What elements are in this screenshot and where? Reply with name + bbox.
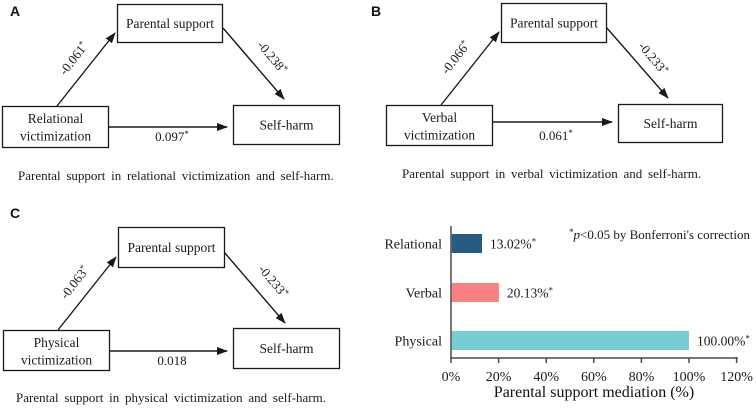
x-tick-label: 0%: [442, 370, 461, 385]
predictor-box: [1, 105, 110, 149]
panel-c-label: C: [10, 205, 21, 221]
outcome-label: Self-harm: [260, 118, 314, 133]
category-label-physical: Physical: [395, 335, 443, 350]
path-a-coefficient: -0.063*: [57, 262, 93, 302]
x-tick-label: 40%: [533, 370, 559, 385]
panel-a-label: A: [10, 3, 21, 19]
predictor-label-line1: Relational: [28, 111, 84, 126]
category-label-relational: Relational: [384, 238, 442, 253]
path-a-arrow: [57, 256, 117, 331]
predictor-box: [2, 329, 111, 372]
mediator-box: [116, 3, 224, 44]
path-a-arrow: [440, 31, 500, 106]
path-a-coefficient: -0.061*: [56, 38, 92, 78]
predictor-label-line1: Physical: [34, 335, 80, 350]
x-tick-label: 80%: [629, 370, 655, 385]
diagram-b-svg: Parental support Verbal victimization Se…: [385, 2, 724, 147]
x-tick-label: 60%: [581, 370, 607, 385]
path-b-arrow: [605, 26, 669, 99]
mediation-bar-chart: Relational 13.02%* Verbal 20.13%* Physical 10…: [384, 226, 753, 401]
path-c-coefficient: 0.061*: [539, 128, 573, 143]
value-label-verbal: 20.13%*: [507, 286, 554, 301]
path-b-coefficient: -0.233*: [635, 39, 671, 78]
panel-a-caption: Parental support in relational victimiza…: [18, 168, 334, 183]
mediator-label: Parental support: [127, 240, 215, 255]
mediator-box: [117, 226, 226, 269]
path-b-arrow: [223, 251, 286, 324]
predictor-box: [385, 104, 494, 147]
bar-verbal: [451, 283, 499, 302]
category-label-verbal: Verbal: [405, 287, 442, 302]
predictor-label-line2: victimization: [21, 353, 92, 368]
outcome-box: [617, 103, 724, 144]
path-a-arrow: [56, 32, 116, 107]
x-tick-label: 120%: [720, 370, 753, 385]
path-b-arrow: [222, 27, 285, 100]
path-c-coefficient: 0.018: [157, 353, 186, 368]
predictor-label-line2: victimization: [404, 128, 475, 143]
significance-note: *p<0.05 by Bonferroni's correction: [569, 227, 750, 242]
predictor-label-line1: Verbal: [422, 110, 457, 125]
x-axis-title: Parental support mediation (%): [494, 384, 694, 401]
outcome-box: [232, 327, 341, 370]
bar-relational: [451, 234, 482, 253]
panel-b-caption: Parental support in verbal victimization…: [402, 166, 702, 181]
diagram-c-svg: Parental support Physical victimization …: [2, 226, 341, 372]
value-label-relational: 13.02%*: [490, 237, 537, 252]
diagram-a-svg: Parental support Relational victimizatio…: [1, 3, 341, 149]
x-tick-label: 100%: [673, 370, 706, 385]
mediator-label: Parental support: [510, 16, 598, 31]
outcome-box: [232, 104, 341, 146]
panel-c-caption: Parental support in physical victimizati…: [16, 390, 326, 405]
x-tick-label: 20%: [486, 370, 512, 385]
mediator-box: [500, 2, 608, 44]
predictor-label-line2: victimization: [20, 129, 91, 144]
bar-physical: [451, 331, 689, 350]
path-c-coefficient: 0.097*: [155, 129, 189, 144]
value-label-physical: 100.00%*: [697, 334, 750, 349]
mediator-label: Parental support: [126, 16, 214, 31]
panel-b-label: B: [371, 3, 382, 19]
outcome-label: Self-harm: [260, 341, 314, 356]
outcome-label: Self-harm: [644, 116, 698, 131]
